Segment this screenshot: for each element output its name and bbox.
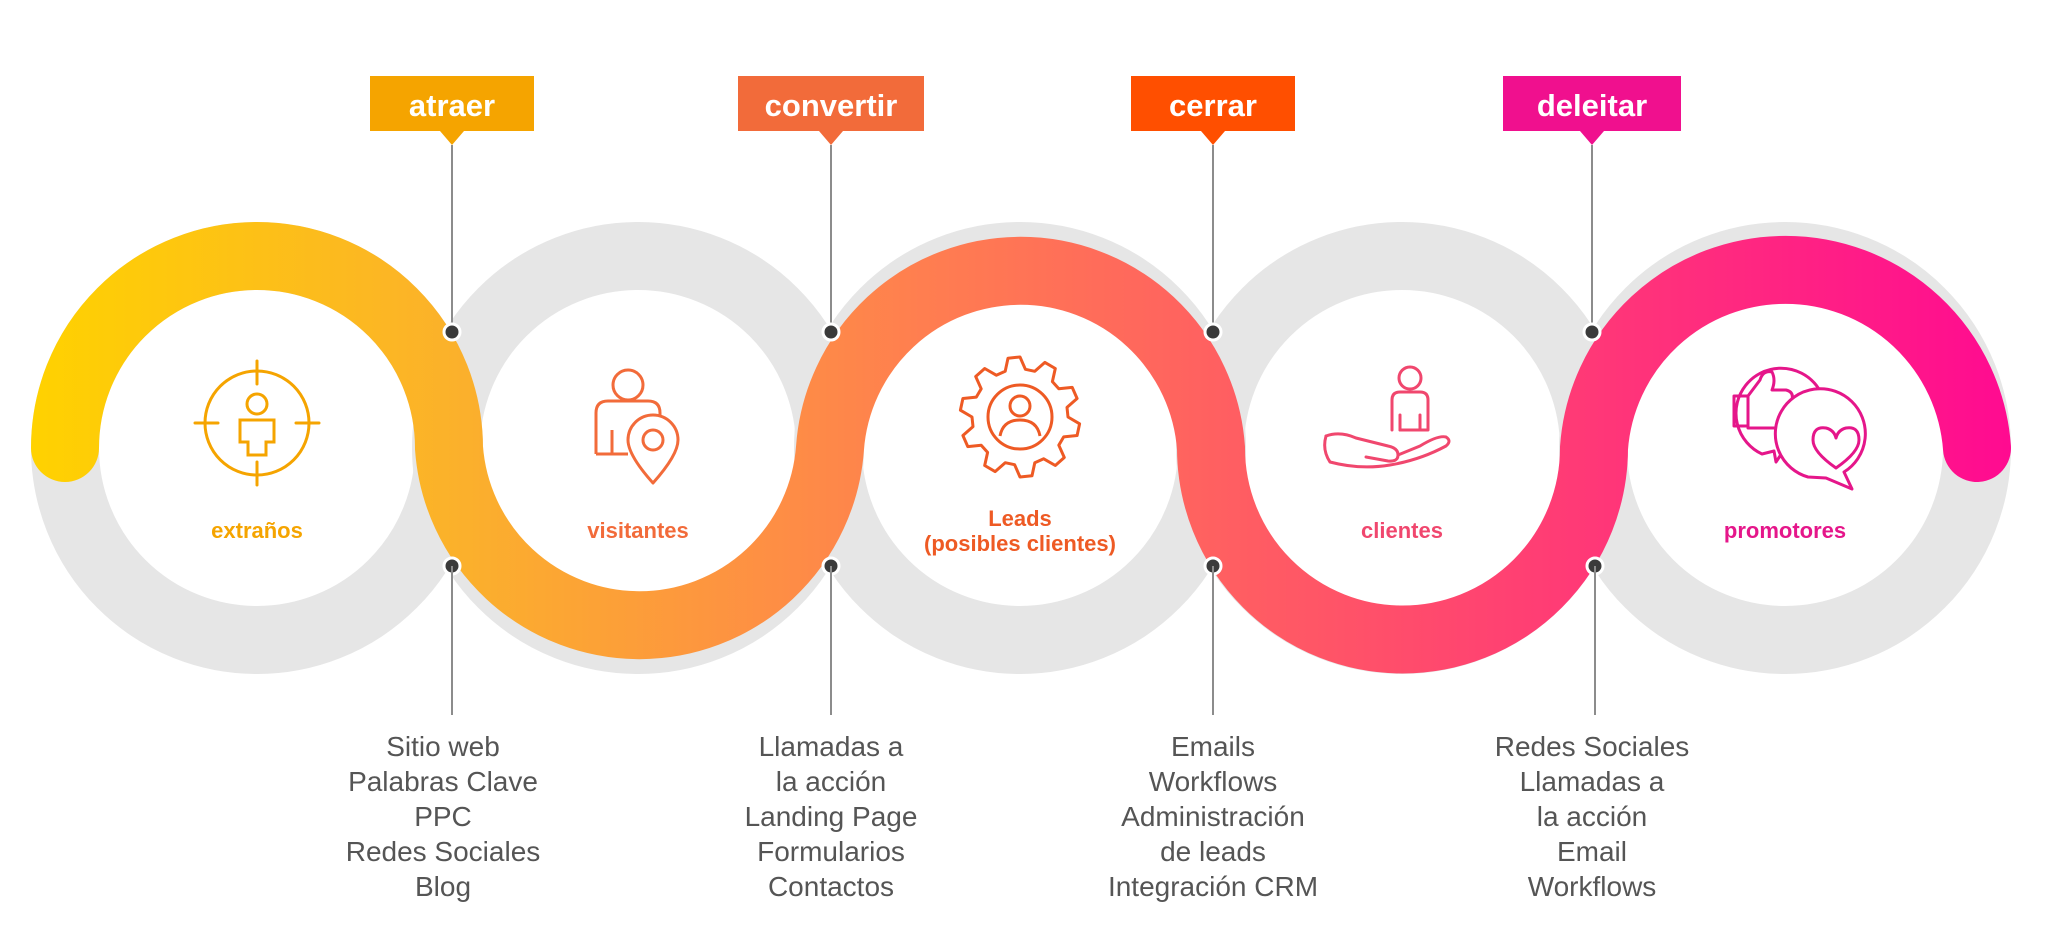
tactics-delight: Redes Sociales Llamadas a la acción Emai… (1495, 731, 1690, 902)
tactic-item: Llamadas a (759, 731, 904, 762)
phase-tag-delight: deleitar (1503, 76, 1681, 145)
phase-tag-label: cerrar (1169, 88, 1257, 123)
stage-label-leads: Leads (988, 506, 1052, 531)
connector-dot (1582, 322, 1602, 342)
phase-tag-label: convertir (765, 88, 898, 123)
stage-label-visitors: visitantes (587, 518, 689, 543)
top-connectors (442, 145, 1602, 342)
tactic-item: Formularios (757, 836, 905, 867)
stage-label-customers: clientes (1361, 518, 1443, 543)
connector-dot (821, 322, 841, 342)
phase-tag-shape (1503, 76, 1681, 145)
bottom-connectors (442, 556, 1605, 715)
tactic-item: Workflows (1149, 766, 1278, 797)
stage-label-leads-line2: (posibles clientes) (924, 531, 1116, 556)
tactic-item: de leads (1160, 836, 1266, 867)
tactic-item: Sitio web (386, 731, 500, 762)
hand-holding-person-icon (1323, 365, 1451, 469)
tactics-attract: Sitio web Palabras Clave PPC Redes Socia… (346, 731, 541, 902)
tactics-close: Emails Workflows Administración de leads… (1108, 731, 1318, 902)
tactic-item: la acción (1537, 801, 1648, 832)
stage-label-promoters: promotores (1724, 518, 1846, 543)
connector-dot (1203, 322, 1223, 342)
phase-tag-label: atraer (409, 88, 495, 123)
tactic-item: Emails (1171, 731, 1255, 762)
tactic-item: Redes Sociales (346, 836, 541, 867)
tactic-item: Administración (1121, 801, 1305, 832)
phase-tag-shape (370, 76, 534, 145)
tactic-item: Llamadas a (1520, 766, 1665, 797)
tactic-item: Contactos (768, 871, 894, 902)
tactic-item: Email (1557, 836, 1627, 867)
person-location-pin-icon (594, 368, 680, 485)
tactic-item: Landing Page (745, 801, 918, 832)
tactic-item: la acción (776, 766, 887, 797)
connector-dot (442, 322, 462, 342)
phase-tag-label: deleitar (1537, 88, 1647, 123)
stage-label-strangers: extraños (211, 518, 303, 543)
tactic-item: Palabras Clave (348, 766, 538, 797)
like-love-chat-icon (1732, 366, 1867, 491)
funnel-wave-path (31, 222, 2011, 674)
gear-person-icon (958, 355, 1082, 479)
phase-tag-attract: atraer (370, 76, 534, 145)
phase-tag-shape (1131, 76, 1295, 145)
phase-tag-close: cerrar (1131, 76, 1295, 145)
tactic-item: Blog (415, 871, 471, 902)
target-person-icon (193, 359, 321, 487)
tactic-item: Workflows (1528, 871, 1657, 902)
tactic-item: Integración CRM (1108, 871, 1318, 902)
phase-tag-shape (738, 76, 924, 145)
tactics-convert: Llamadas a la acción Landing Page Formul… (745, 731, 918, 902)
phase-tag-convert: convertir (738, 76, 924, 145)
tactic-item: PPC (414, 801, 472, 832)
tactic-item: Redes Sociales (1495, 731, 1690, 762)
